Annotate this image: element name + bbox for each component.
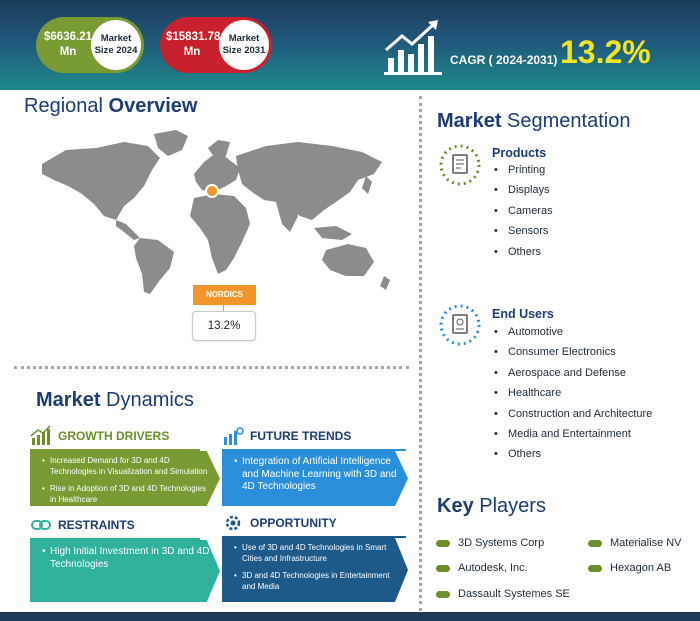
key-player-item: Hexagon AB xyxy=(588,562,671,574)
end-users-icon xyxy=(439,304,481,346)
restraint-item: High Initial Investment in 3D and 4D Tec… xyxy=(42,546,210,571)
cagr-value: 13.2% xyxy=(560,34,651,70)
regional-title-bold: Overview xyxy=(108,95,198,117)
bar-chart-icon xyxy=(30,425,51,445)
end-user-item: Consumer Electronics xyxy=(494,342,652,362)
opportunity-item: Use of 3D and 4D Technologies in Smart C… xyxy=(234,543,398,564)
growth-drivers-heading: GROWTH DRIVERS xyxy=(58,429,170,443)
product-item: Sensors xyxy=(494,221,553,241)
gear-icon xyxy=(225,515,241,531)
dynamics-title-bold: Market xyxy=(36,389,101,411)
opportunity-heading: OPPORTUNITY xyxy=(250,516,337,530)
bullet-dot xyxy=(588,539,602,547)
market-dynamics-title: Market Dynamics xyxy=(36,389,194,412)
key-players-title: Key Players xyxy=(437,495,546,518)
market-size-2031-value: $15831.78 Mn xyxy=(166,31,221,58)
end-user-item: Aerospace and Defense xyxy=(494,363,652,383)
footer-bar xyxy=(0,612,700,621)
products-list: Printing Displays Cameras Sensors Others xyxy=(494,160,553,262)
segmentation-title-light: Segmentation xyxy=(507,110,631,132)
world-map xyxy=(42,130,390,294)
key-player-name: Materialise NV xyxy=(610,537,682,549)
bullet-dot xyxy=(588,564,602,572)
market-size-2031-label: Market Size 2031 xyxy=(222,33,266,56)
market-size-2031-circle: Market Size 2031 xyxy=(219,20,269,70)
market-size-2024-value: $6636.21 Mn xyxy=(44,31,92,58)
vertical-divider xyxy=(419,96,422,611)
key-player-item: Dassault Systemes SE xyxy=(436,588,570,600)
restraints-heading: RESTRAINTS xyxy=(58,518,135,532)
end-user-item: Construction and Architecture xyxy=(494,404,652,424)
segmentation-title-bold: Market xyxy=(437,110,502,132)
product-item: Others xyxy=(494,242,553,262)
key-player-item: Autodesk, Inc. xyxy=(436,562,528,574)
key-player-name: Hexagon AB xyxy=(610,562,672,574)
future-trends-underline xyxy=(222,449,406,451)
opportunity-header: OPPORTUNITY xyxy=(222,512,406,538)
regional-overview-title: Regional Overview xyxy=(24,95,197,118)
region-name-tag: NORDICS xyxy=(193,285,256,305)
bullet-dot xyxy=(436,564,450,572)
nordics-marker[interactable] xyxy=(205,184,219,198)
header-banner: $6636.21 Mn Market Size 2024 $15831.78 M… xyxy=(0,0,700,90)
growth-chart-icon xyxy=(384,20,442,75)
opportunity-box: Use of 3D and 4D Technologies in Smart C… xyxy=(222,538,408,602)
growth-driver-item: Rise in Adoption of 3D and 4D Technologi… xyxy=(42,484,210,505)
future-trend-item: Integration of Artificial Intelligence a… xyxy=(234,456,398,494)
future-trends-header: FUTURE TRENDS xyxy=(222,425,406,451)
region-connector xyxy=(223,305,224,311)
future-trends-box: Integration of Artificial Intelligence a… xyxy=(222,451,408,506)
product-item: Cameras xyxy=(494,201,553,221)
horizontal-divider xyxy=(14,366,409,369)
market-size-2024-badge: $6636.21 Mn Market Size 2024 xyxy=(36,17,144,73)
end-users-heading: End Users xyxy=(492,307,554,321)
end-users-list: Automotive Consumer Electronics Aerospac… xyxy=(494,322,652,465)
trend-icon xyxy=(224,427,244,445)
market-size-2031-badge: $15831.78 Mn Market Size 2031 xyxy=(160,17,272,73)
products-icon xyxy=(439,144,481,186)
key-player-item: Materialise NV xyxy=(588,537,682,549)
opportunity-item: 3D and 4D Technologies in Entertainment … xyxy=(234,571,398,592)
end-user-item: Healthcare xyxy=(494,383,652,403)
regional-title-light: Regional xyxy=(24,95,103,117)
growth-drivers-box: Increased Demand for 3D and 4D Technolog… xyxy=(30,451,220,506)
future-trends-heading: FUTURE TRENDS xyxy=(250,429,352,443)
restraints-header: RESTRAINTS xyxy=(30,514,200,540)
product-item: Displays xyxy=(494,180,553,200)
opportunity-underline xyxy=(222,536,406,538)
market-size-2024-circle: Market Size 2024 xyxy=(91,20,141,70)
restraints-underline xyxy=(30,538,200,540)
key-players-title-bold: Key xyxy=(437,495,474,517)
key-player-item: 3D Systems Corp xyxy=(436,537,544,549)
key-players-title-light: Players xyxy=(479,495,546,517)
end-user-item: Others xyxy=(494,444,652,464)
market-size-2024-label: Market Size 2024 xyxy=(94,33,138,56)
bullet-dot xyxy=(436,539,450,547)
bullet-dot xyxy=(436,590,450,598)
dynamics-title-light: Dynamics xyxy=(106,389,194,411)
cagr-label: CAGR ( 2024-2031) xyxy=(450,53,558,67)
key-player-name: Autodesk, Inc. xyxy=(458,562,528,574)
key-player-name: 3D Systems Corp xyxy=(458,537,545,549)
chain-link-icon xyxy=(31,520,51,530)
growth-drivers-underline xyxy=(30,449,200,451)
end-user-item: Automotive xyxy=(494,322,652,342)
growth-drivers-header: GROWTH DRIVERS xyxy=(30,425,200,451)
region-cagr-box: 13.2% xyxy=(192,311,256,341)
key-player-name: Dassault Systemes SE xyxy=(458,588,570,600)
products-heading: Products xyxy=(492,146,547,160)
growth-driver-item: Increased Demand for 3D and 4D Technolog… xyxy=(42,456,210,477)
market-segmentation-title: Market Segmentation xyxy=(437,110,630,133)
restraints-box: High Initial Investment in 3D and 4D Tec… xyxy=(30,540,220,602)
end-user-item: Media and Entertainment xyxy=(494,424,652,444)
product-item: Printing xyxy=(494,160,553,180)
